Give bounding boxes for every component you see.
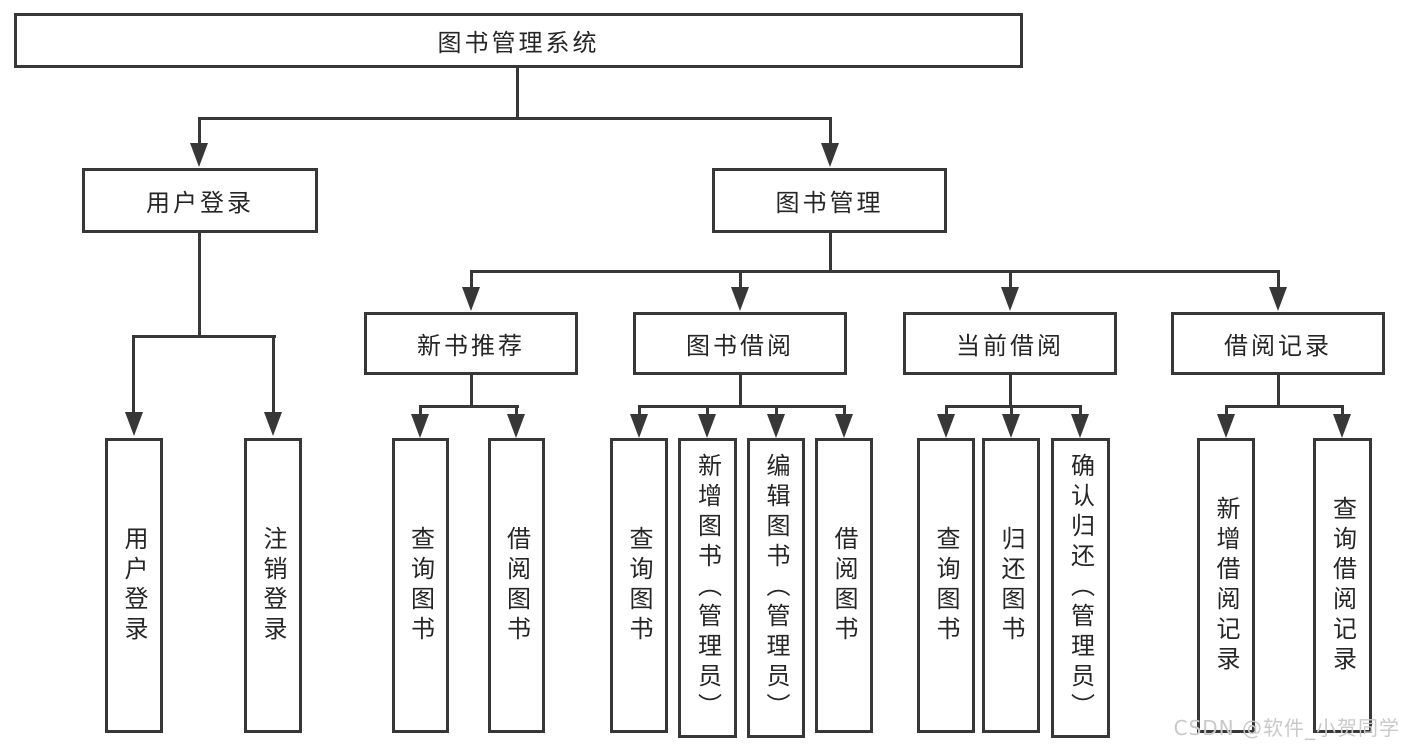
leaf-bb-edit-books: 编辑图书（管理员） <box>747 438 805 738</box>
leaf-nb-borrow-books: 借阅图书 <box>488 438 545 733</box>
arrow-login <box>125 412 143 436</box>
connector-root-stem <box>516 68 519 119</box>
connector-new-books-bar <box>419 405 519 408</box>
arrow-logout <box>264 412 282 436</box>
node-borrow-records: 借阅记录 <box>1171 312 1385 375</box>
arrow-cb-return <box>1002 414 1020 438</box>
connector-current-borrow-drop <box>1009 271 1012 288</box>
arrow-current-borrow <box>1001 287 1019 311</box>
connector-level1-bar <box>198 117 832 120</box>
leaf-nb-query-books: 查询图书 <box>392 438 449 733</box>
connector-book-mgmt-drop <box>829 118 832 145</box>
connector-borrow-records-bar <box>1225 405 1344 408</box>
arrow-bb-borrow <box>835 414 853 438</box>
leaf-bb-query-books: 查询图书 <box>610 438 668 733</box>
connector-br-add-drop <box>1225 406 1228 416</box>
node-root: 图书管理系统 <box>14 13 1023 68</box>
arrow-cb-confirm <box>1071 414 1089 438</box>
node-book-borrow: 图书借阅 <box>633 312 847 375</box>
connector-book-borrow-drop <box>739 271 742 288</box>
connector-cb-query-drop <box>945 406 948 416</box>
connector-book-borrow-bar <box>638 405 846 408</box>
arrow-borrow-records <box>1269 287 1287 311</box>
connector-book-mgmt-stem <box>829 233 832 273</box>
leaf-bb-add-books: 新增图书（管理员） <box>678 438 737 738</box>
leaf-bb-borrow-books: 借阅图书 <box>815 438 873 733</box>
arrow-bb-query <box>630 414 648 438</box>
csdn-watermark: CSDN @软件_小贺同学 <box>1173 716 1400 740</box>
connector-br-query-drop <box>1341 406 1344 416</box>
arrow-book-borrow <box>731 287 749 311</box>
leaf-logout: 注销登录 <box>244 438 302 733</box>
connector-nb-borrow-drop <box>515 406 518 416</box>
connector-bb-edit-drop <box>775 406 778 416</box>
leaf-cb-return-books: 归还图书 <box>982 438 1040 733</box>
arrow-bb-add <box>698 414 716 438</box>
connector-user-login-drop <box>198 118 201 145</box>
connector-borrow-records-drop <box>1277 271 1280 288</box>
connector-nb-query-drop <box>419 406 422 416</box>
leaf-br-add-record: 新增借阅记录 <box>1197 438 1255 733</box>
node-user-login: 用户登录 <box>82 168 318 233</box>
connector-bb-add-drop <box>706 406 709 416</box>
leaf-cb-confirm-return: 确认归还（管理员） <box>1051 438 1110 738</box>
connector-book-borrow-stem <box>739 375 742 407</box>
connector-cb-return-drop <box>1010 406 1013 416</box>
arrow-br-query <box>1333 414 1351 438</box>
connector-bb-query-drop <box>638 406 641 416</box>
arrow-nb-borrow <box>507 414 525 438</box>
connector-cb-confirm-drop <box>1079 406 1082 416</box>
connector-current-borrow-bar <box>945 405 1082 408</box>
connector-login-drop <box>132 336 135 414</box>
arrow-book-mgmt <box>821 143 839 167</box>
arrow-nb-query <box>411 414 429 438</box>
connector-user-login-stem <box>198 233 201 337</box>
connector-current-borrow-stem <box>1009 375 1012 407</box>
connector-bb-borrow-drop <box>843 406 846 416</box>
node-book-management: 图书管理 <box>712 168 947 233</box>
connector-user-login-bar <box>132 335 276 338</box>
arrow-new-books <box>462 287 480 311</box>
connector-level2-bar <box>470 270 1280 273</box>
arrow-user-login <box>190 143 208 167</box>
arrow-cb-query <box>937 414 955 438</box>
leaf-cb-query-books: 查询图书 <box>917 438 975 733</box>
connector-borrow-records-stem <box>1277 375 1280 407</box>
node-new-book-recommend: 新书推荐 <box>364 312 578 375</box>
connector-new-books-drop <box>470 271 473 288</box>
connector-new-books-stem <box>470 375 473 407</box>
leaf-br-query-record: 查询借阅记录 <box>1313 438 1372 733</box>
leaf-user-login: 用户登录 <box>105 438 163 733</box>
node-current-borrow: 当前借阅 <box>903 312 1117 375</box>
arrow-br-add <box>1217 414 1235 438</box>
arrow-bb-edit <box>767 414 785 438</box>
connector-logout-drop <box>272 336 275 414</box>
